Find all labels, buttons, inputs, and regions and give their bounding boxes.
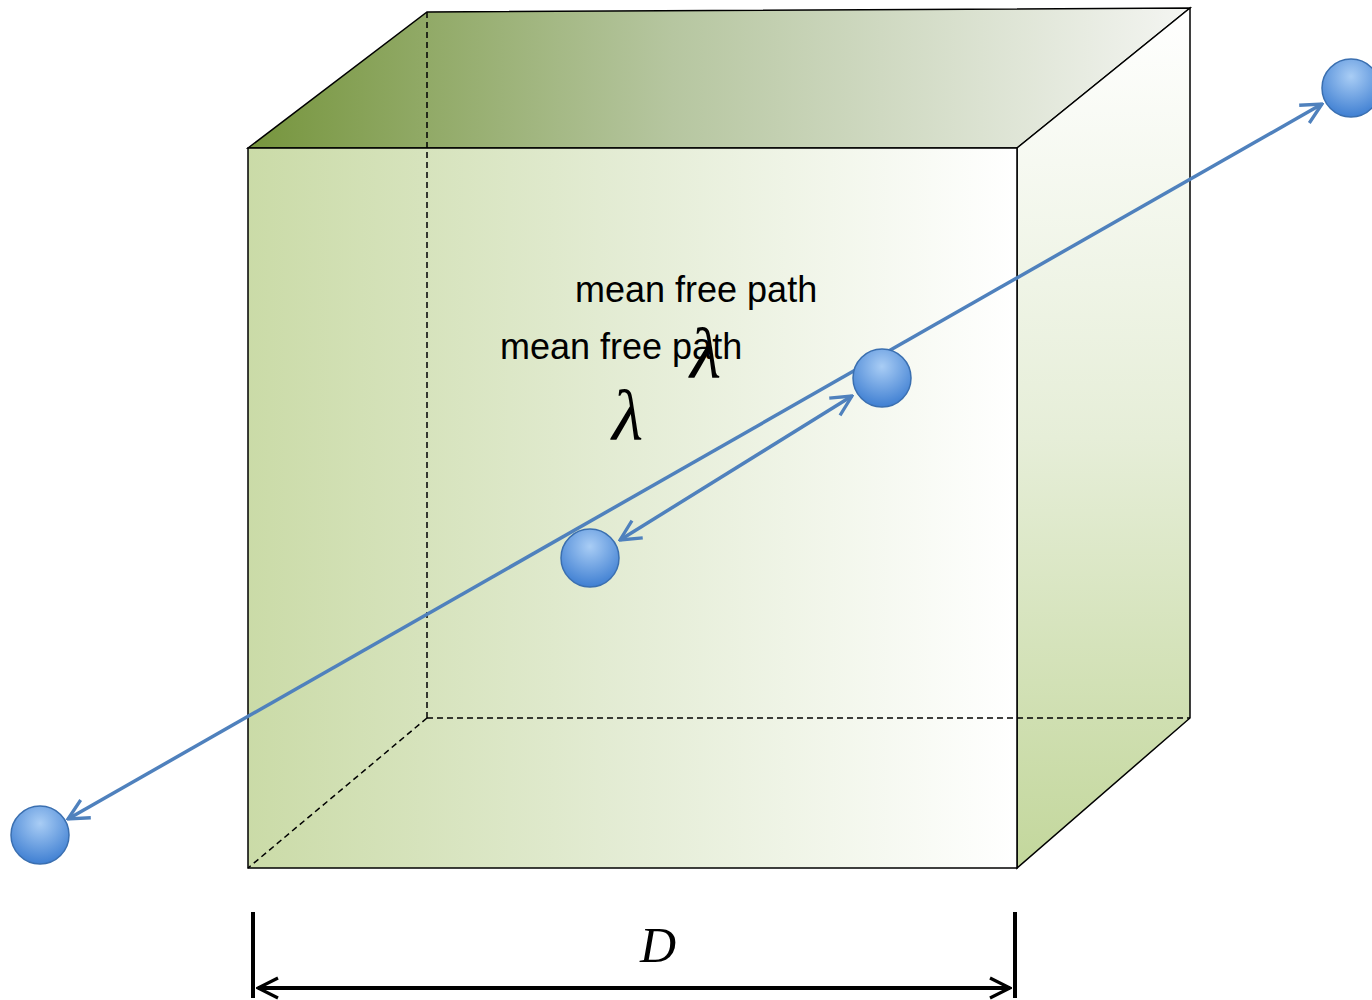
cube-front-face bbox=[248, 148, 1017, 868]
hidden-edges bbox=[248, 12, 1190, 868]
dimension-line bbox=[253, 912, 1015, 998]
mean-free-path-arrow bbox=[620, 396, 852, 540]
particles bbox=[11, 59, 1372, 864]
dimension-label: D bbox=[640, 920, 676, 970]
trajectory-arrow bbox=[68, 104, 1322, 819]
lambda-symbol: λ bbox=[690, 318, 721, 390]
cube-right-face bbox=[1017, 8, 1190, 868]
mean-free-path-label: mean free path bbox=[575, 272, 817, 308]
lambda-symbol: λ bbox=[612, 380, 643, 452]
